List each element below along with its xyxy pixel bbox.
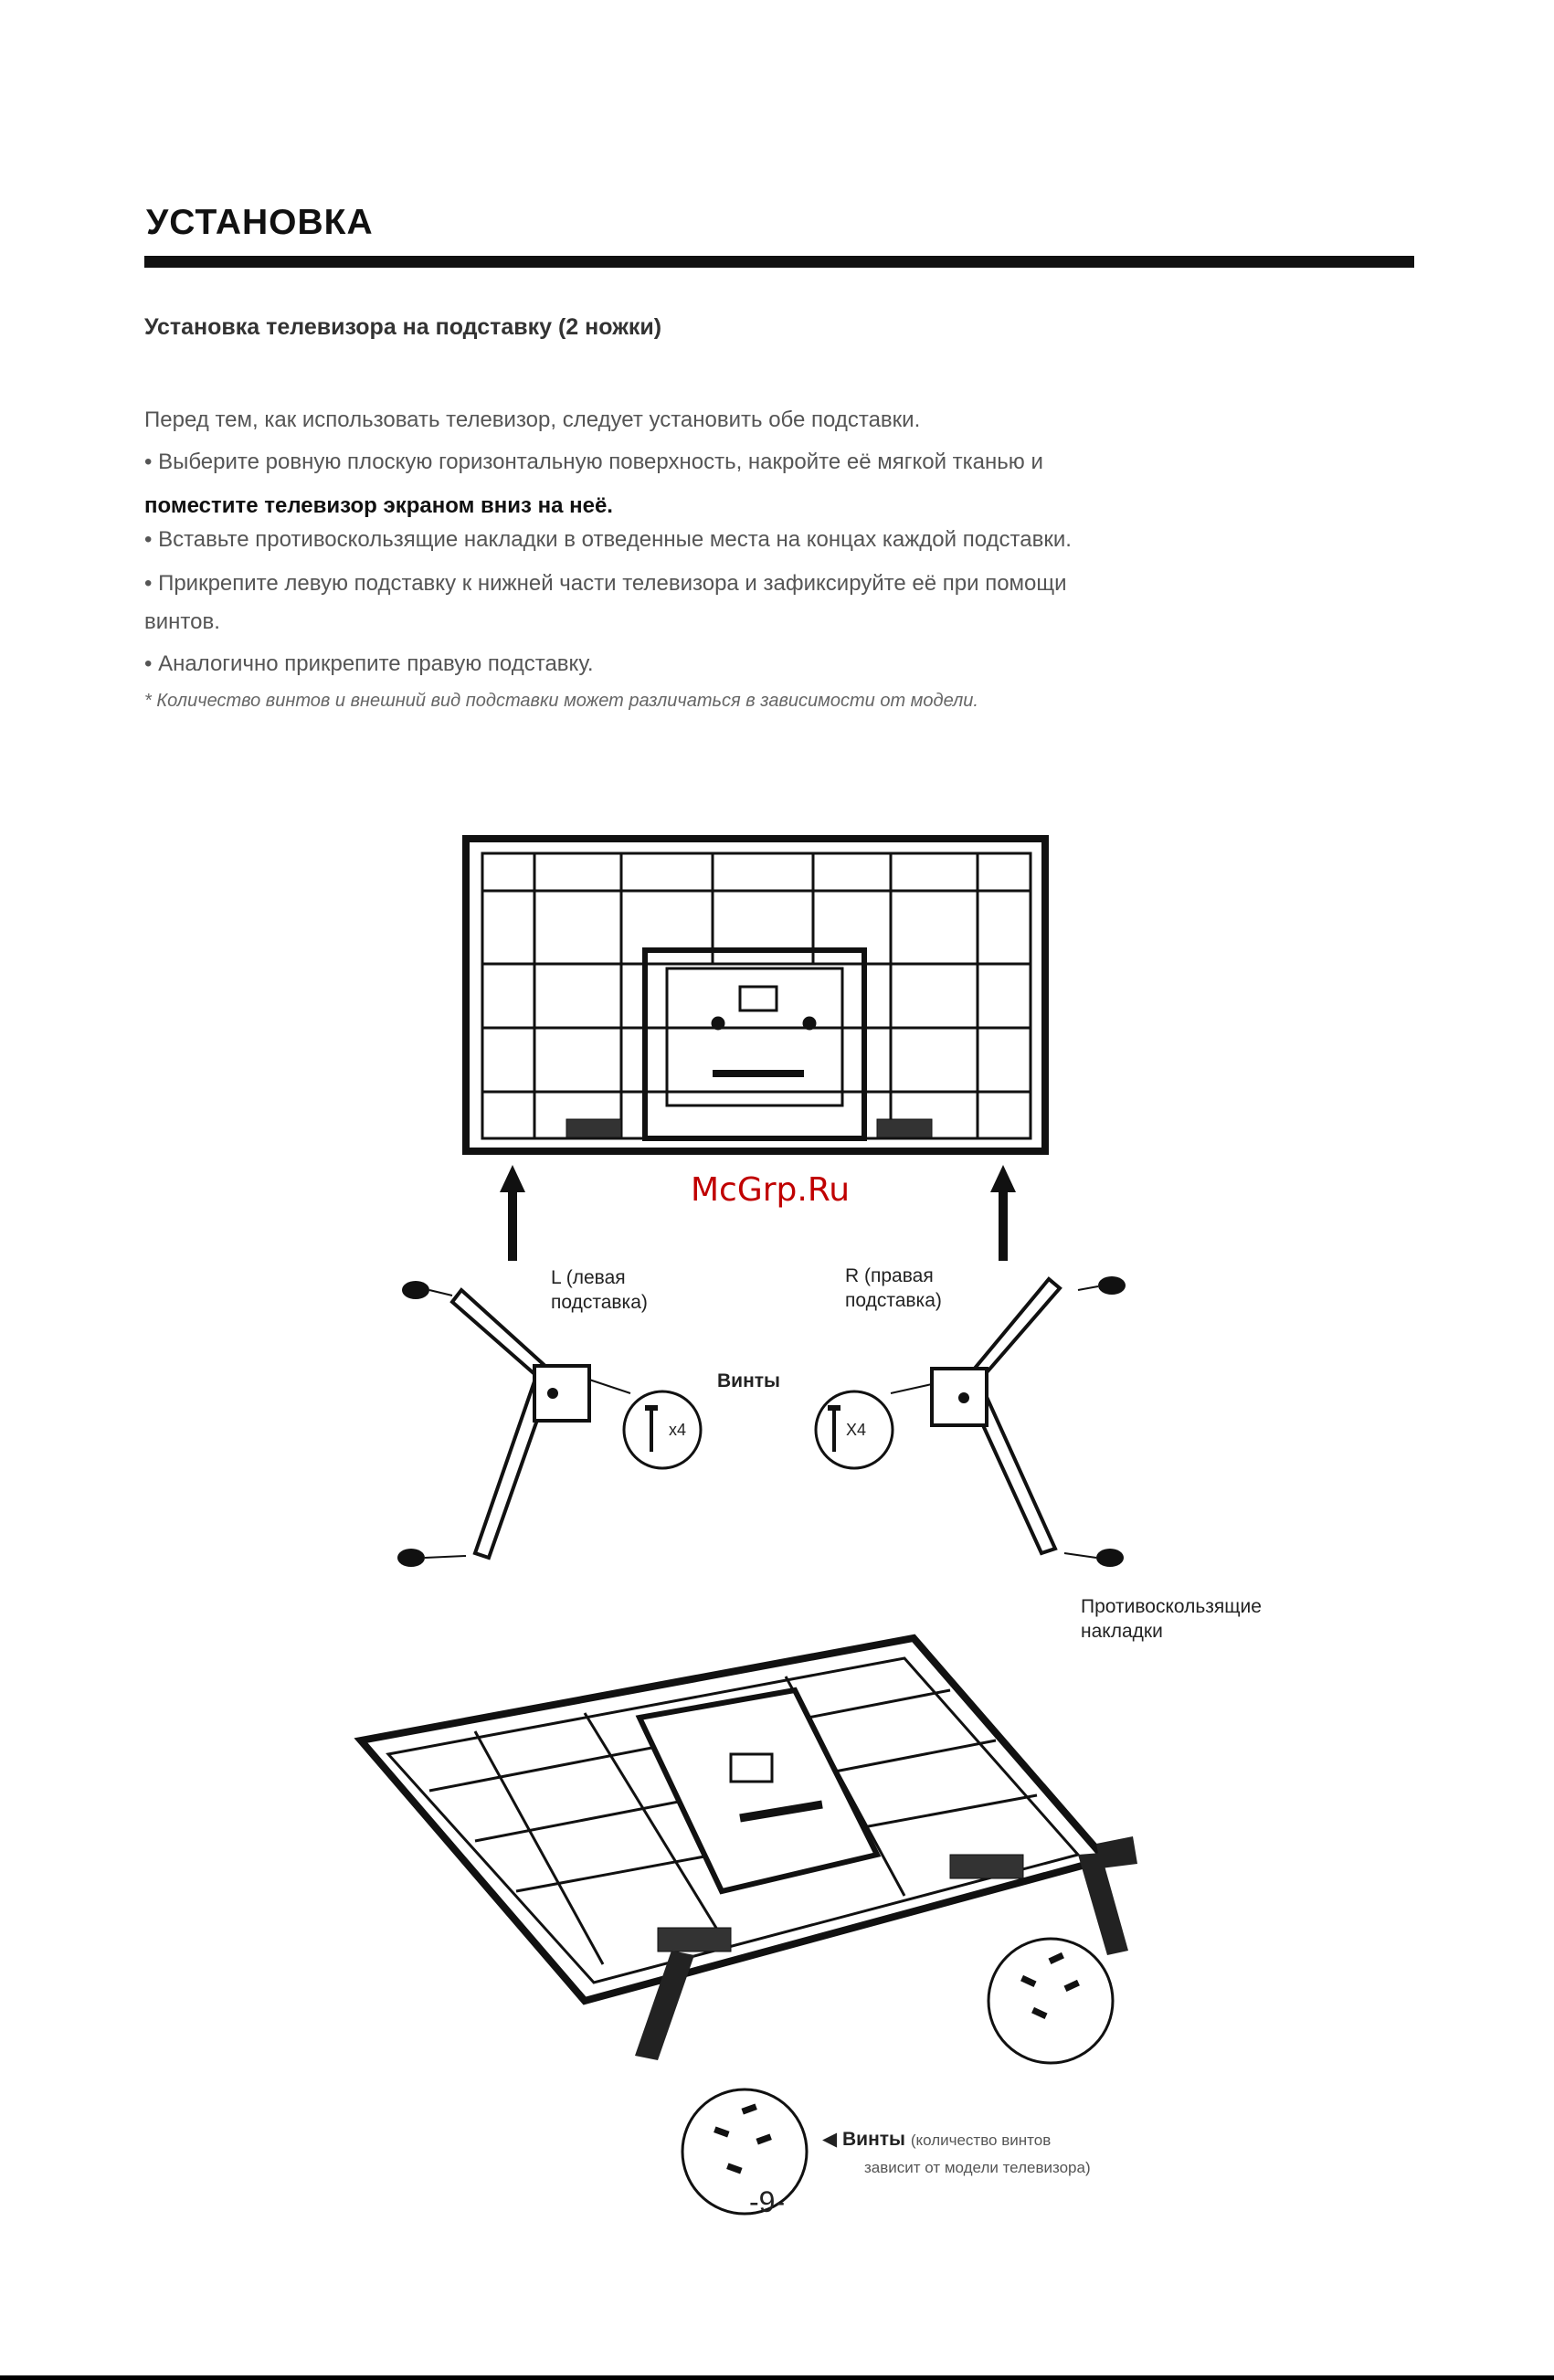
right-stand-label: R (правая подставка) [845,1264,942,1313]
screws-inset-right [987,1937,1115,2065]
left-stand-pad-bottom [397,1549,467,1567]
arrow-left-icon: ◀ [822,2129,838,2150]
left-screw-icon [645,1405,658,1452]
left-stand [449,1287,591,1560]
step-3-text: • Прикрепите левую подставку к нижней ча… [144,571,1067,596]
page-title: УСТАНОВКА [146,203,374,242]
up-arrow-left [500,1165,525,1261]
screws-inset-left [681,2088,809,2216]
left-screw-callout [622,1390,703,1470]
anti-slip-pads-label-line1: Противоскользящие [1081,1596,1262,1617]
right-stand-label-line2: подставка) [845,1290,942,1311]
screws-label: Винты [717,1370,780,1391]
bottom-screws-label: ◀ Винты (количество винтов [822,2127,1051,2153]
step-3-continuation-text: винтов. [144,609,220,634]
title-divider [144,256,1414,268]
step-1-text: • Выберите ровную плоскую горизонтальную… [144,450,1043,474]
left-stand-pad-top [402,1281,453,1299]
attached-left-stand [635,1951,694,2060]
up-arrow-right [990,1165,1016,1261]
right-screw-icon [828,1405,840,1452]
bottom-edge-line [0,2375,1554,2380]
tv-rear-view [462,835,1049,1155]
step-2-text: • Вставьте противоскользящие накладки в … [144,527,1072,552]
screw-marks-right [1020,1952,1080,2020]
left-screw-count: x4 [669,1421,687,1439]
step-4-text: • Аналогично прикрепите правую подставку… [144,651,594,676]
bottom-screws-note-line1: (количество винтов [910,2131,1052,2149]
left-stand-label-line2: подставка) [551,1292,648,1313]
bottom-screws-label-bold: Винты [842,2129,905,2150]
right-stand-pad-top [1077,1276,1126,1295]
right-stand-pad-bottom [1063,1549,1124,1567]
page-number: -9- [749,2185,786,2218]
intro-text: Перед тем, как использовать телевизор, с… [144,407,921,432]
section-heading: Установка телевизора на подставку (2 нож… [144,314,662,340]
attached-right-stand [1078,1836,1137,1955]
footnote-text: * Количество винтов и внешний вид подста… [144,691,978,711]
right-stand-label-line1: R (правая [845,1265,934,1286]
watermark: McGrp.Ru [691,1171,851,1209]
anti-slip-pads-label-line2: накладки [1081,1621,1163,1642]
anti-slip-pads-label: Противоскользящие накладки [1081,1594,1262,1644]
right-stand [930,1276,1062,1556]
left-stand-label: L (левая подставка) [551,1265,648,1315]
screw-marks-left [714,2103,772,2174]
left-stand-label-line1: L (левая [551,1267,626,1288]
right-screw-count: X4 [846,1421,867,1439]
step-1-bold-text: поместите телевизор экраном вниз на неё. [144,493,613,518]
bottom-screws-note-line2: зависит от модели телевизора) [864,2159,1091,2176]
tv-perspective-view [354,1634,1113,2005]
